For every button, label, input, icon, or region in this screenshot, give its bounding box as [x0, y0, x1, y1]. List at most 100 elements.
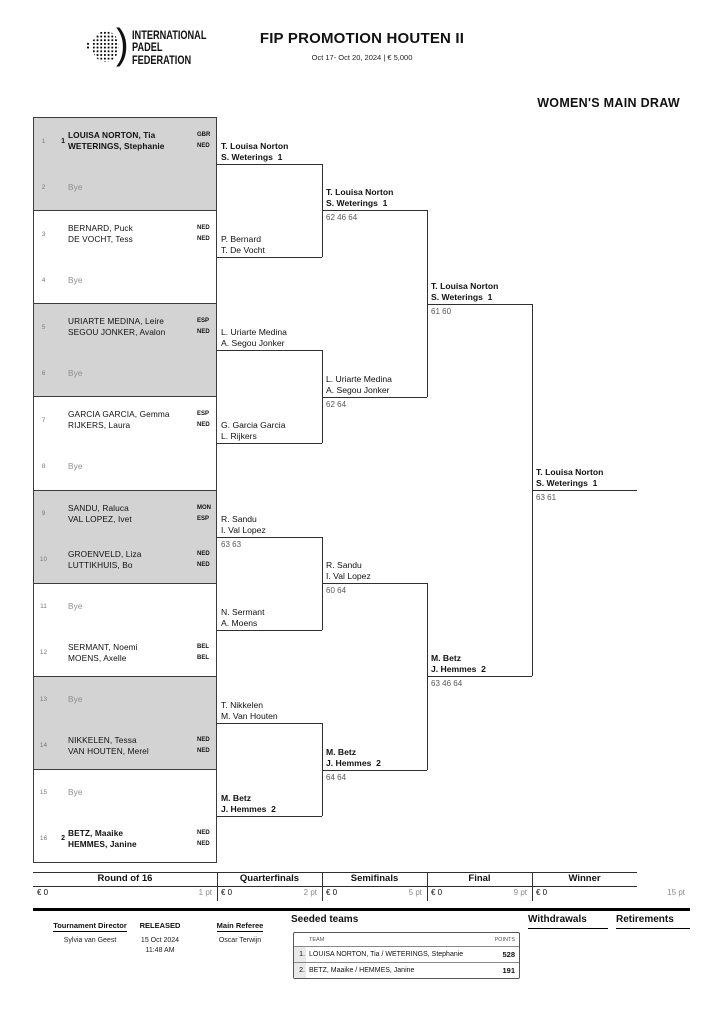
seeded-team-names: LOUISA NORTON, Tia / WETERINGS, Stephani… — [309, 951, 464, 958]
main-referee-name: Oscar Terwijn — [218, 937, 262, 944]
seeded-team-points: 191 — [502, 966, 515, 975]
round-prize: € 0 — [431, 888, 443, 897]
seeded-teams-table: TEAM POINTS 1. LOUISA NORTON, Tia / WETE… — [293, 932, 520, 979]
round-label: Semifinals — [350, 873, 399, 884]
match-score: 61 60 — [431, 307, 452, 316]
draw-slot: 6 Bye — [34, 350, 216, 396]
padel-ball-fragment-icon — [86, 42, 90, 50]
bracket-line-h — [427, 676, 532, 677]
bracket-line-h — [217, 257, 322, 258]
legend-divider — [532, 872, 533, 901]
legend-divider — [427, 872, 428, 901]
bracket-line-h — [322, 770, 427, 771]
draw-slot: 13 Bye — [34, 677, 216, 723]
round-points: 5 pt — [408, 888, 422, 897]
bracket-line-h — [217, 816, 322, 817]
tournament-director-name: Sylvia van Geest — [63, 937, 117, 944]
round-prize: € 0 — [536, 888, 548, 897]
seeded-team-row: 2. BETZ, Maaike / HEMMES, Janine 191 — [294, 962, 519, 978]
bracket-line-v — [322, 723, 323, 816]
bracket-line-h — [217, 630, 322, 631]
slot-number: 14 — [39, 742, 48, 750]
draw-section-title: WOMEN'S MAIN DRAW — [537, 96, 680, 110]
bye-label: Bye — [68, 601, 83, 612]
main-referee-label: Main Referee — [216, 921, 264, 932]
event-title: FIP PROMOTION HOUTEN II — [259, 30, 465, 47]
match-score: 62 64 — [326, 400, 347, 409]
match-score: 63 63 — [221, 540, 242, 549]
round-label: Quarterfinals — [239, 873, 300, 884]
slot-number: 5 — [41, 323, 46, 331]
tournament-director-block: Tournament Director Sylvia van Geest — [40, 915, 140, 944]
slot-number: 3 — [41, 230, 46, 238]
round-points: 1 pt — [198, 888, 212, 897]
tournament-director-label: Tournament Director — [53, 921, 127, 932]
released-block: RELEASED 15 Oct 2024 11:48 AM — [134, 915, 186, 954]
slot-number: 6 — [41, 369, 46, 377]
slot-number: 10 — [39, 556, 48, 564]
legend-top-rule — [33, 872, 637, 873]
match-score: 63 46 64 — [431, 679, 463, 688]
slot-number: 13 — [39, 696, 48, 704]
seeded-teams-header-row: TEAM POINTS — [294, 933, 519, 946]
seeded-team-rank: 1. — [294, 947, 306, 962]
seeded-teams-title: Seeded teams — [291, 914, 359, 925]
round-label: Final — [468, 873, 491, 884]
bye-label: Bye — [68, 274, 83, 285]
bracket-line-v — [322, 350, 323, 443]
legend-divider — [217, 872, 218, 901]
bracket-line-h — [427, 304, 532, 305]
slot-number: 11 — [40, 603, 47, 611]
match-score: 60 64 — [326, 586, 347, 595]
padel-ball-icon — [92, 31, 119, 62]
match-score: 64 64 — [326, 773, 347, 782]
round-points: 9 pt — [513, 888, 527, 897]
round-prize: € 0 — [221, 888, 233, 897]
seeded-team-points: 528 — [502, 950, 515, 959]
slot-number: 2 — [41, 183, 46, 191]
round-prize: € 0 — [326, 888, 338, 897]
bracket-line-h — [217, 164, 322, 165]
seeded-teams-col-points: POINTS — [494, 936, 515, 943]
seeded-team-names: BETZ, Maaike / HEMMES, Janine — [309, 967, 415, 974]
bracket-line-h — [322, 210, 427, 211]
withdrawals-label: Withdrawals — [528, 914, 608, 929]
federation-logo-text: INTERNATIONAL PADEL FEDERATION — [132, 30, 207, 67]
seed-number: 2 — [61, 835, 65, 843]
footer-rule — [33, 908, 690, 911]
bye-label: Bye — [68, 367, 83, 378]
round-label: Winner — [568, 873, 601, 884]
seeded-teams-col-team: TEAM — [309, 936, 325, 943]
draw-slot: 11 Bye — [34, 584, 216, 630]
